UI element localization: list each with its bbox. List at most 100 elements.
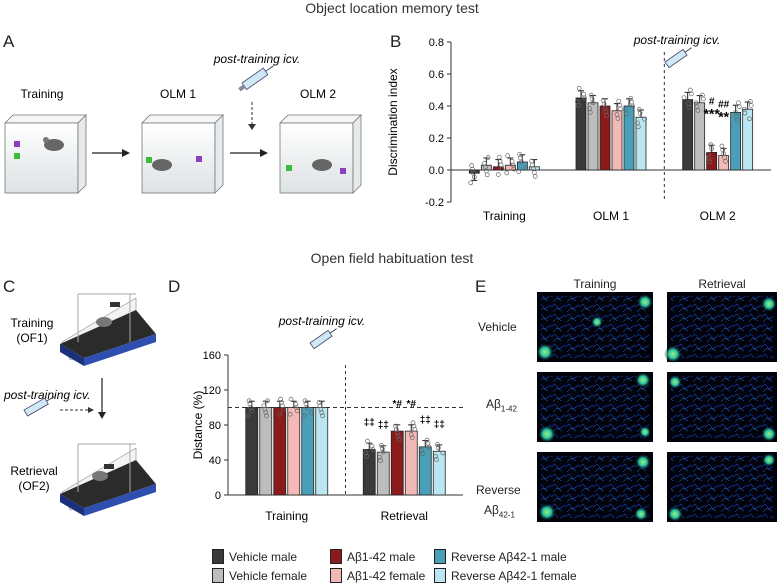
data-point [248, 405, 254, 410]
syringe-body [664, 48, 688, 69]
data-point [410, 420, 416, 426]
panel-c-open-field-schematic: Training (OF1) post-training icv. Retrie… [3, 293, 156, 516]
open-field-arena-of2 [60, 443, 156, 516]
data-point [436, 445, 441, 451]
panel-letter-a: A [3, 32, 15, 51]
arena-box-olm2 [279, 114, 362, 194]
data-point [379, 443, 384, 448]
arena-box-olm1 [141, 114, 224, 194]
mouse-icon [92, 471, 108, 481]
data-point [468, 180, 474, 186]
panel-letter-e: E [475, 277, 487, 296]
data-point [294, 405, 299, 410]
stage-label-training: Training [21, 87, 64, 101]
data-point [511, 166, 517, 172]
syringe-icon [309, 328, 337, 350]
data-point [393, 423, 398, 429]
annotation-label: post-training icv. [633, 33, 720, 47]
bar [432, 450, 446, 496]
data-point [287, 411, 293, 417]
legend: Vehicle male Vehicle female Aβ1-42 male … [212, 549, 772, 585]
y-axis-label: Distance (%) [191, 391, 205, 460]
data-point [433, 453, 438, 459]
data-point [295, 408, 300, 414]
category-label: Retrieval [381, 509, 428, 523]
data-point [317, 403, 323, 409]
data-point [581, 91, 587, 97]
data-point [319, 410, 325, 415]
mouse-icon [312, 159, 332, 171]
legend-swatch [330, 549, 342, 564]
significance-mark: *** [703, 105, 720, 121]
significance-mark: ‡‡ [434, 419, 445, 430]
data-point [363, 450, 368, 456]
data-point [623, 111, 629, 117]
data-point [615, 116, 621, 121]
data-point [249, 408, 255, 414]
heatmap-col-retrieval: Retrieval [698, 277, 746, 291]
data-point [519, 159, 524, 165]
data-point [736, 100, 741, 106]
y-tick-label: 0 [215, 490, 221, 502]
data-point [576, 86, 582, 91]
data-point [531, 170, 537, 175]
data-point [747, 116, 752, 122]
significance-mark: ## [718, 100, 730, 111]
data-point [279, 400, 284, 405]
panel-letter-b: B [390, 32, 402, 51]
data-point [320, 413, 325, 419]
data-point [302, 398, 308, 404]
data-point [498, 162, 504, 168]
data-point [380, 446, 385, 452]
panel-letter-d: D [168, 277, 181, 296]
mouse-icon [96, 317, 112, 327]
category-label: Training [483, 209, 526, 223]
legend-item-ab142-male: Aβ1-42 male [330, 549, 415, 564]
data-point [409, 435, 415, 441]
bar [273, 407, 287, 496]
object-cube-purple [340, 168, 346, 174]
data-point [396, 437, 402, 442]
syringe-needle [329, 328, 337, 334]
legend-item-reverse-female: Reverse Aβ42-1 female [434, 568, 577, 583]
panel-c-of1-label: (OF1) [16, 331, 47, 345]
heatmap-vehicle-training [537, 292, 653, 362]
title-object-location: Object location memory test [305, 0, 479, 16]
heatmap-reverse-retrieval [667, 452, 777, 522]
data-point [523, 165, 529, 171]
data-point [582, 95, 587, 101]
object-cube-purple [196, 156, 202, 162]
significance-mark: *# [393, 399, 403, 410]
category-label: Training [265, 509, 308, 523]
data-point [394, 427, 399, 432]
data-point [309, 410, 314, 415]
bar [301, 407, 315, 496]
heatmap-grid [537, 292, 777, 522]
panel-c-injection-label: post-training icv. [3, 388, 90, 402]
y-axis-label: Discrimination index [386, 68, 400, 175]
legend-swatch [434, 549, 446, 564]
data-point [440, 450, 446, 456]
data-point [688, 87, 693, 93]
data-point [484, 172, 490, 178]
bar [245, 407, 259, 496]
data-point [425, 441, 431, 446]
data-point [316, 400, 322, 405]
significance-mark: # [709, 96, 715, 107]
data-point [303, 401, 309, 407]
legend-swatch [330, 568, 342, 583]
data-point [575, 103, 581, 109]
legend-item-vehicle-male: Vehicle male [212, 549, 297, 564]
data-point [499, 166, 505, 172]
data-point [420, 451, 425, 456]
data-point [630, 103, 635, 109]
data-point [395, 433, 401, 439]
syringe-needle [684, 47, 692, 53]
bar [287, 407, 301, 496]
data-point [637, 111, 643, 116]
data-point [635, 124, 641, 130]
data-point [408, 432, 414, 437]
legend-item-ab142-female: Aβ1-42 female [330, 568, 425, 583]
heatmap-row-reverse: Reverse Aβ42-1 [476, 483, 521, 520]
